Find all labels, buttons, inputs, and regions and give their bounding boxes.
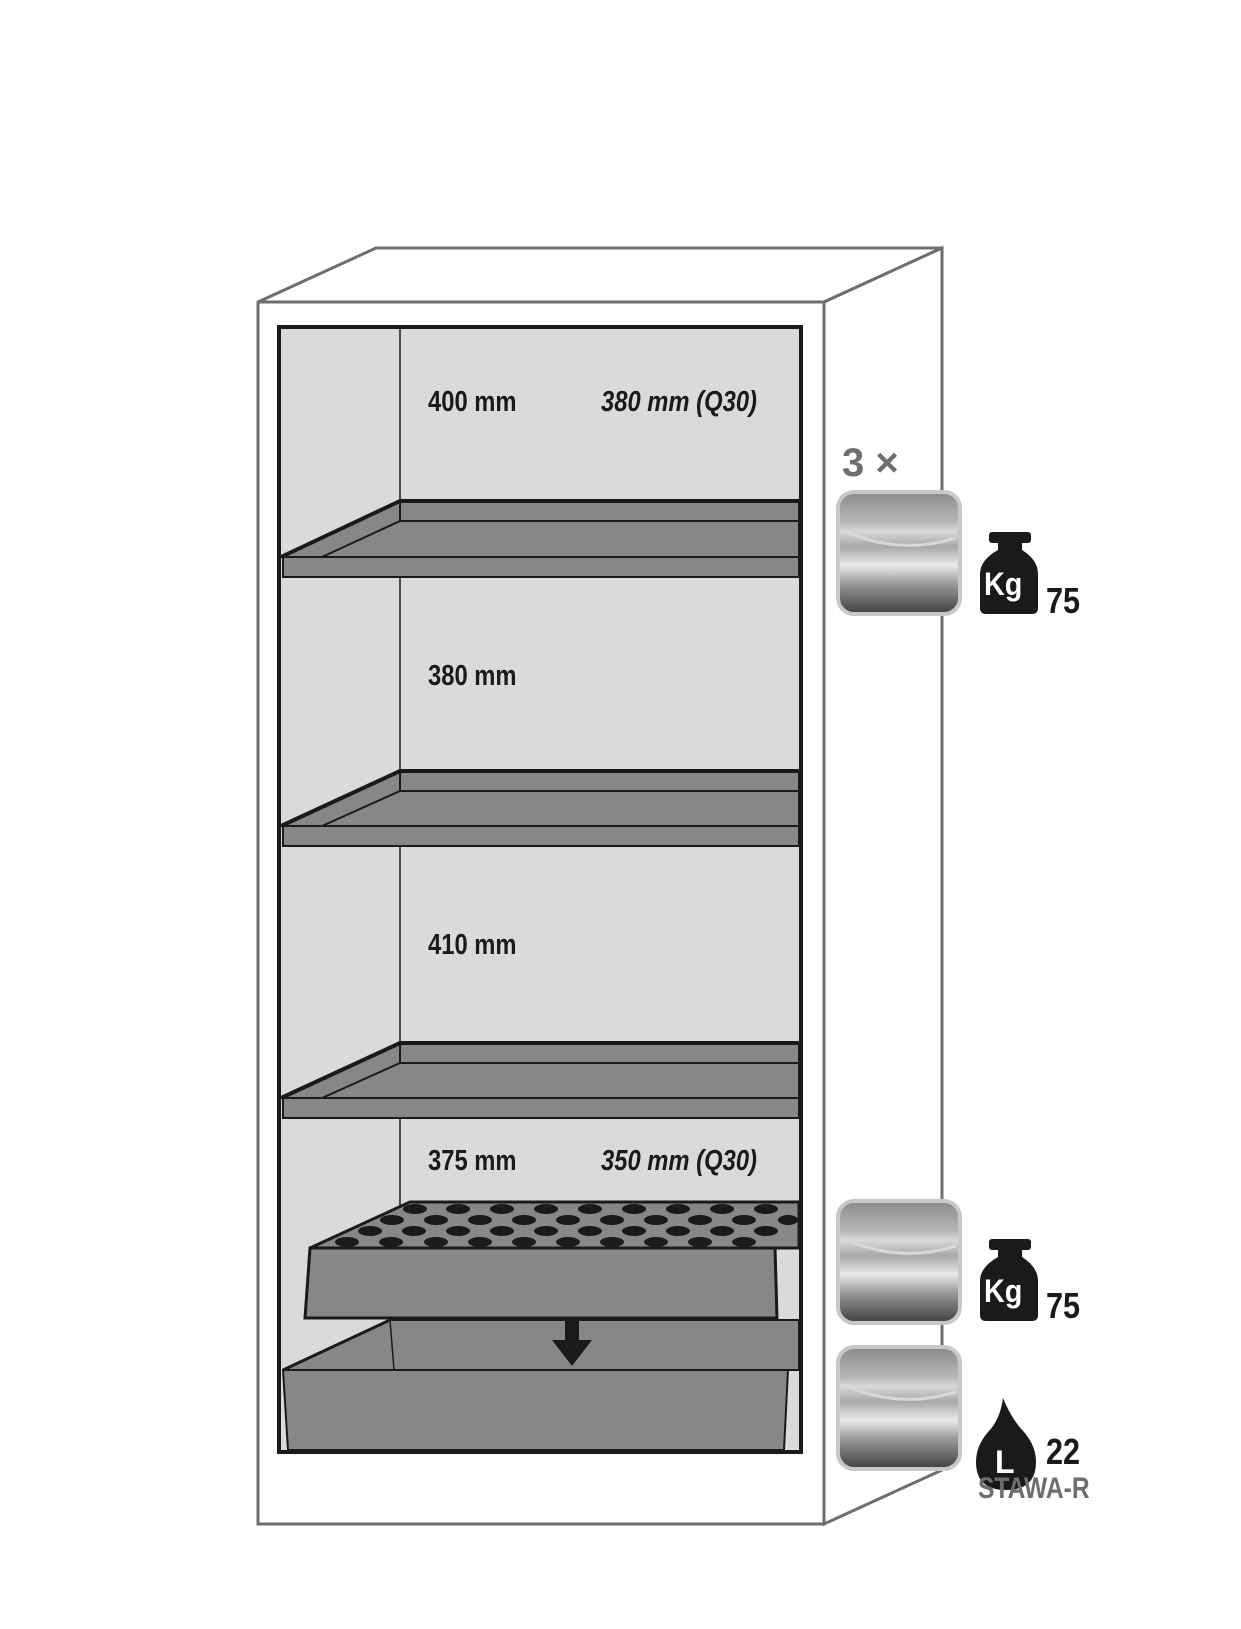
sump-volume-value: 22 bbox=[1046, 1431, 1081, 1472]
compartment-3-height: 410 mm bbox=[428, 929, 517, 961]
shelf-swatch bbox=[836, 490, 962, 616]
insert-holes bbox=[335, 1204, 798, 1247]
compartment-4-height: 375 mm bbox=[428, 1145, 517, 1177]
sump-swatch bbox=[836, 1345, 962, 1471]
liquid-drop-icon-text: L bbox=[995, 1444, 1015, 1480]
shelf-load-value: 75 bbox=[1046, 580, 1081, 621]
compartment-1-height: 400 mm bbox=[428, 386, 517, 418]
compartment-2-height: 380 mm bbox=[428, 660, 517, 692]
compartment-4-height-q30: 350 mm (Q30) bbox=[601, 1145, 757, 1177]
shelf-3 bbox=[280, 1041, 800, 1119]
arrow-down-icon bbox=[552, 1320, 592, 1366]
sump-model: STAWA-R bbox=[978, 1472, 1090, 1505]
insert-load-value: 75 bbox=[1046, 1285, 1081, 1326]
weight-kg-icon bbox=[980, 1239, 1038, 1321]
sump-tray bbox=[281, 1318, 800, 1451]
weight-kg-icon-text: Kg bbox=[984, 566, 1023, 602]
weight-kg-icon bbox=[980, 532, 1038, 614]
weight-kg-icon-text: Kg bbox=[984, 1273, 1023, 1309]
shelf-2 bbox=[280, 769, 800, 847]
shelf-1 bbox=[280, 499, 800, 578]
liquid-drop-icon bbox=[976, 1398, 1036, 1490]
shelf-count: 3 × bbox=[842, 441, 899, 485]
perforated-insert bbox=[303, 1200, 801, 1320]
compartment-1-height-q30: 380 mm (Q30) bbox=[601, 386, 757, 418]
insert-swatch bbox=[836, 1199, 962, 1325]
